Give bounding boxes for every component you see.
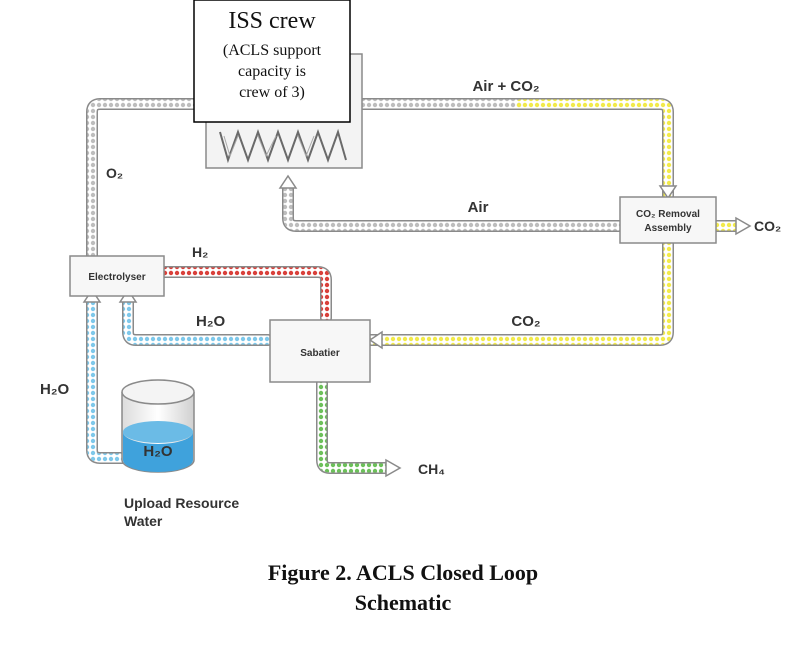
h2o-supply-pipe [86,294,154,464]
upload-label-line2: Water [124,513,163,529]
caption-line2: Schematic [354,590,452,615]
caption-line1: Figure 2. ACLS Closed Loop [267,560,539,585]
electrolyser-label: Electrolyser [88,272,145,283]
air-return-arrowhead [278,174,298,189]
h2o-mid-label: H₂O [196,313,225,330]
co2-removal-label-line1: CO₂ Removal [636,209,700,220]
h2-label: H₂ [192,244,208,260]
co2-removal-label-line2: Assembly [644,223,692,234]
sabatier-label: Sabatier [300,348,340,359]
co2-sabatier-arrowhead [368,330,383,350]
upload-label-line1: Upload Resource [124,495,239,511]
ch4-pipe [316,376,394,474]
crew-callout: ISS crew (ACLS support capacity is crew … [193,0,351,123]
crew-title: ISS crew [228,8,316,34]
air-co2-label: Air + CO₂ [472,78,539,95]
sabatier-box: Sabatier [269,319,371,383]
tank-label: H₂O [143,443,172,460]
pipes [86,98,744,474]
ch4-label: CH₄ [418,461,445,477]
co2-vent-arrowhead [735,216,752,236]
air-label: Air [468,199,489,216]
crew-note-line2: capacity is [238,63,306,80]
o2-pipe [86,98,211,262]
co2-out-label: CO₂ [754,218,781,234]
ch4-arrowhead [385,458,402,478]
electrolyser-box: Electrolyser [69,255,165,297]
arrowheads [82,174,752,478]
co2-pipe [364,234,674,346]
co2-removal-box: CO₂ Removal Assembly [619,196,717,244]
h2o-left-label: H₂O [40,381,69,398]
h2-pipe [158,266,332,324]
h2o-return-pipe [122,294,274,346]
air-return-pipe [282,180,628,232]
crew-note-line3: crew of 3) [239,84,305,101]
o2-label: O₂ [106,165,123,181]
crew-heat-exchanger [219,128,347,164]
water-tank: H₂O [121,379,195,473]
air-co2-arrowhead [658,185,678,200]
co2-mid-label: CO₂ [511,313,540,330]
air-co2-pipe [354,98,674,202]
crew-note-line1: (ACLS support [223,42,322,59]
figure-caption: Figure 2. ACLS Closed Loop Schematic [0,558,806,618]
water-fill [123,432,193,472]
